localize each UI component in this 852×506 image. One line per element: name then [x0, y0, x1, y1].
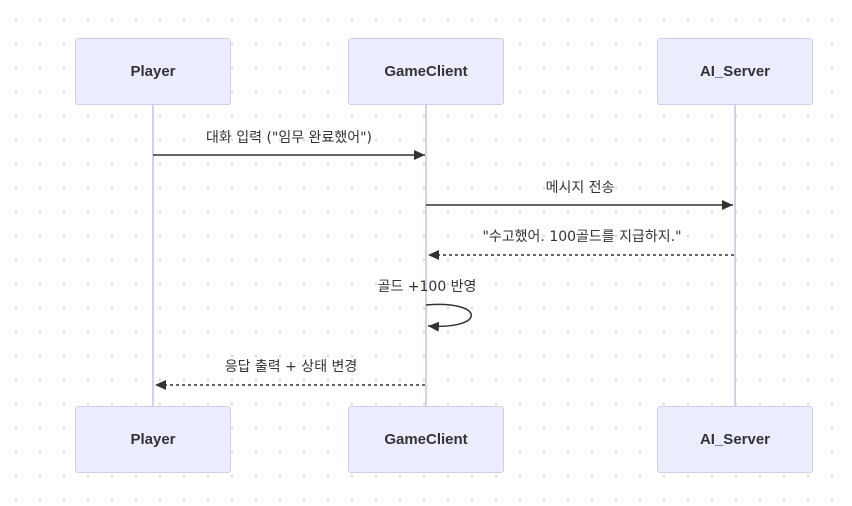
participant-label: Player [130, 63, 176, 80]
participant-ai-server-bottom: AI_Server [657, 406, 813, 473]
participant-label: Player [130, 431, 176, 448]
participant-player-bottom: Player [75, 406, 231, 473]
message-arrow-4-self [425, 303, 472, 332]
participant-ai-server-top: AI_Server [657, 38, 813, 105]
lifeline-ai-server [734, 105, 736, 407]
message-label-5: 응답 출력 + 상태 변경 [224, 359, 358, 375]
message-label-3: "수고했어. 100골드를 지급하지." [482, 229, 682, 245]
message-label-2: 메시지 전송 [545, 180, 615, 196]
participant-player-top: Player [75, 38, 231, 105]
participant-gameclient-top: GameClient [348, 38, 504, 105]
participant-label: GameClient [384, 63, 468, 80]
participant-label: GameClient [384, 431, 468, 448]
message-label-4: 골드 +100 반영 [377, 279, 477, 295]
participant-label: AI_Server [699, 63, 771, 80]
participant-label: AI_Server [699, 431, 771, 448]
lifeline-player [152, 105, 154, 407]
message-label-1: 대화 입력 ("임무 완료했어") [206, 130, 372, 146]
participant-gameclient-bottom: GameClient [348, 406, 504, 473]
lifeline-gameclient [425, 105, 427, 407]
